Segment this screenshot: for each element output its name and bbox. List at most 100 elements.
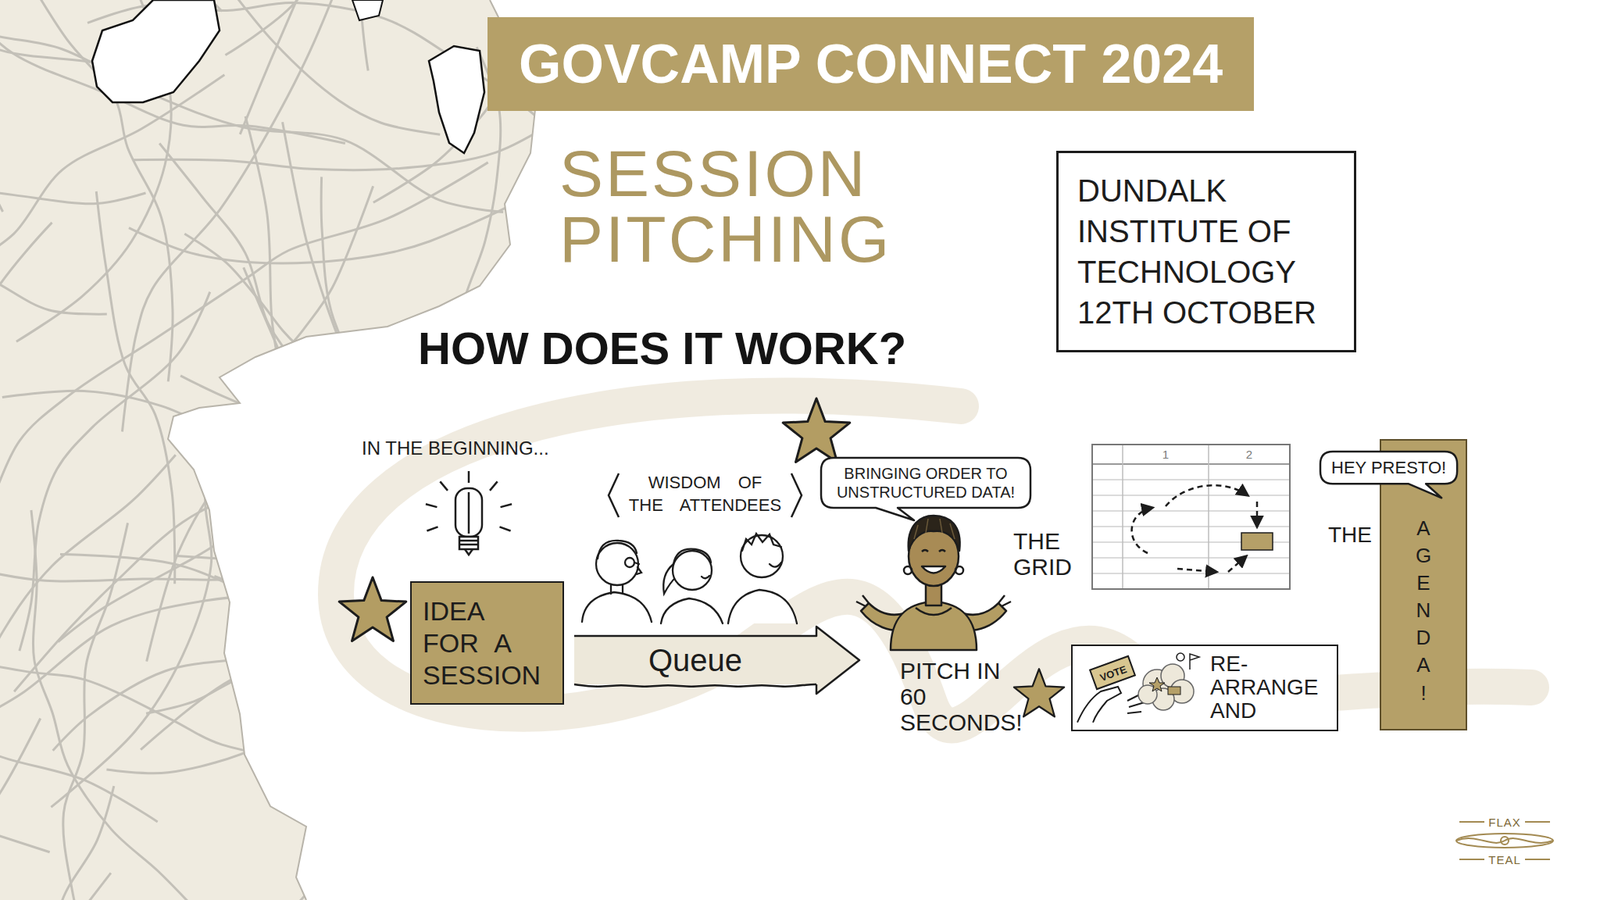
grid-illustration bbox=[1132, 507, 1153, 554]
roads bbox=[132, 111, 571, 171]
lightbulb bbox=[459, 536, 479, 550]
roads bbox=[0, 0, 346, 143]
roads bbox=[0, 655, 406, 758]
roads bbox=[0, 0, 4, 212]
presenter-figure bbox=[915, 607, 952, 615]
attendee-heads bbox=[742, 533, 782, 551]
lightbulb bbox=[426, 526, 438, 531]
presenter-figure bbox=[955, 566, 964, 575]
flax-teal-logo bbox=[1456, 838, 1554, 843]
roads bbox=[0, 0, 840, 900]
roads bbox=[209, 0, 440, 135]
vote-illustration bbox=[1077, 686, 1122, 723]
roads bbox=[0, 178, 147, 300]
node-text: HEY PRESTO! bbox=[1331, 457, 1447, 478]
node-text: IDEA FOR A SESSION bbox=[422, 595, 552, 691]
presenter-figure bbox=[908, 515, 961, 551]
map bbox=[0, 0, 840, 900]
presenter-figure bbox=[890, 601, 977, 650]
roads bbox=[0, 713, 50, 853]
grid-illustration bbox=[1228, 556, 1247, 572]
attendee-heads bbox=[596, 542, 639, 586]
grid-illustration bbox=[1165, 485, 1248, 507]
grid-illustration bbox=[1241, 532, 1273, 550]
attendee-heads bbox=[582, 592, 652, 622]
lightbulb bbox=[489, 481, 498, 490]
vote-illustration bbox=[1089, 656, 1136, 690]
presenter-figure bbox=[914, 518, 955, 540]
presenter-figure bbox=[921, 566, 946, 574]
roads bbox=[184, 233, 440, 415]
queue-arrow: Queue bbox=[574, 625, 860, 696]
roads bbox=[0, 219, 108, 315]
roads bbox=[385, 876, 481, 900]
lightbulb bbox=[425, 471, 512, 555]
attendee-heads bbox=[673, 549, 711, 565]
lightbulb bbox=[467, 492, 471, 534]
roads bbox=[239, 0, 361, 135]
roads bbox=[0, 222, 53, 856]
node-text: AGENDA! bbox=[1414, 514, 1433, 708]
vote-illustration bbox=[1176, 653, 1185, 661]
roads bbox=[245, 116, 340, 616]
queue-arrow-shape bbox=[574, 684, 817, 687]
lightbulb bbox=[464, 549, 473, 555]
roads bbox=[282, 121, 366, 394]
section-heading: HOW DOES IT WORK? bbox=[417, 321, 907, 375]
roads bbox=[31, 510, 195, 900]
stars bbox=[339, 577, 407, 641]
bubble-outline bbox=[821, 457, 1031, 521]
roads bbox=[53, 636, 325, 750]
lightbulb bbox=[439, 481, 448, 490]
column-number: 2 bbox=[1246, 447, 1253, 461]
vote-illustration bbox=[1167, 686, 1181, 695]
attendee-heads bbox=[769, 562, 782, 568]
presenter-figure bbox=[921, 550, 946, 552]
flax-teal-logo bbox=[1500, 836, 1509, 845]
lightbulb bbox=[467, 471, 471, 483]
roads bbox=[0, 718, 41, 900]
logo-text: FLAX bbox=[1488, 815, 1522, 829]
roads bbox=[32, 863, 333, 900]
rearrange-box: RE-ARRANGE AND bbox=[1071, 644, 1339, 732]
node-text: DUNDALK INSTITUTE OF TECHNOLOGY 12TH OCT… bbox=[1077, 170, 1336, 333]
roads bbox=[14, 478, 464, 692]
roads bbox=[19, 292, 211, 651]
roads bbox=[0, 454, 176, 900]
node-text: Queue bbox=[574, 625, 860, 696]
title-band: GOVCAMP CONNECT 2024 bbox=[487, 17, 1254, 111]
attendee-heads bbox=[660, 598, 723, 624]
grid-illustration bbox=[1177, 568, 1217, 572]
grid-illustration bbox=[1092, 444, 1290, 590]
lightbulb bbox=[500, 503, 512, 508]
roads bbox=[0, 872, 111, 900]
lightbulb bbox=[499, 526, 511, 531]
node-text: THE bbox=[1328, 522, 1372, 548]
roads bbox=[50, 185, 373, 808]
logo-text: TEAL bbox=[1488, 853, 1522, 867]
grid-illustration bbox=[1256, 501, 1259, 527]
island bbox=[428, 46, 485, 154]
roads bbox=[63, 522, 129, 900]
roads bbox=[96, 191, 175, 584]
speech-bubble: BRINGING ORDER TO UNSTRUCTURED DATA! bbox=[821, 457, 1031, 508]
grid-panel: THE GRID bbox=[1013, 443, 1291, 590]
attendee-heads bbox=[672, 550, 712, 590]
attendee-heads bbox=[597, 540, 637, 559]
presenter-figure bbox=[856, 515, 1011, 650]
presenter-figure bbox=[903, 566, 912, 575]
roads bbox=[293, 346, 317, 612]
speech-bubble: HEY PRESTO! bbox=[1320, 451, 1458, 484]
idea-box: IDEA FOR A SESSION bbox=[410, 581, 565, 705]
lightbulb bbox=[459, 540, 479, 545]
roads bbox=[146, 667, 370, 714]
attendee-heads bbox=[582, 533, 797, 624]
attendee-heads bbox=[634, 562, 642, 575]
subtitle: SESSION PITCHING bbox=[559, 140, 919, 272]
grid-illustration bbox=[1207, 445, 1210, 589]
bracket bbox=[791, 473, 802, 518]
island bbox=[92, 0, 220, 103]
venue-box: DUNDALK INSTITUTE OF TECHNOLOGY 12TH OCT… bbox=[1056, 150, 1357, 353]
attendee-heads bbox=[728, 589, 797, 624]
